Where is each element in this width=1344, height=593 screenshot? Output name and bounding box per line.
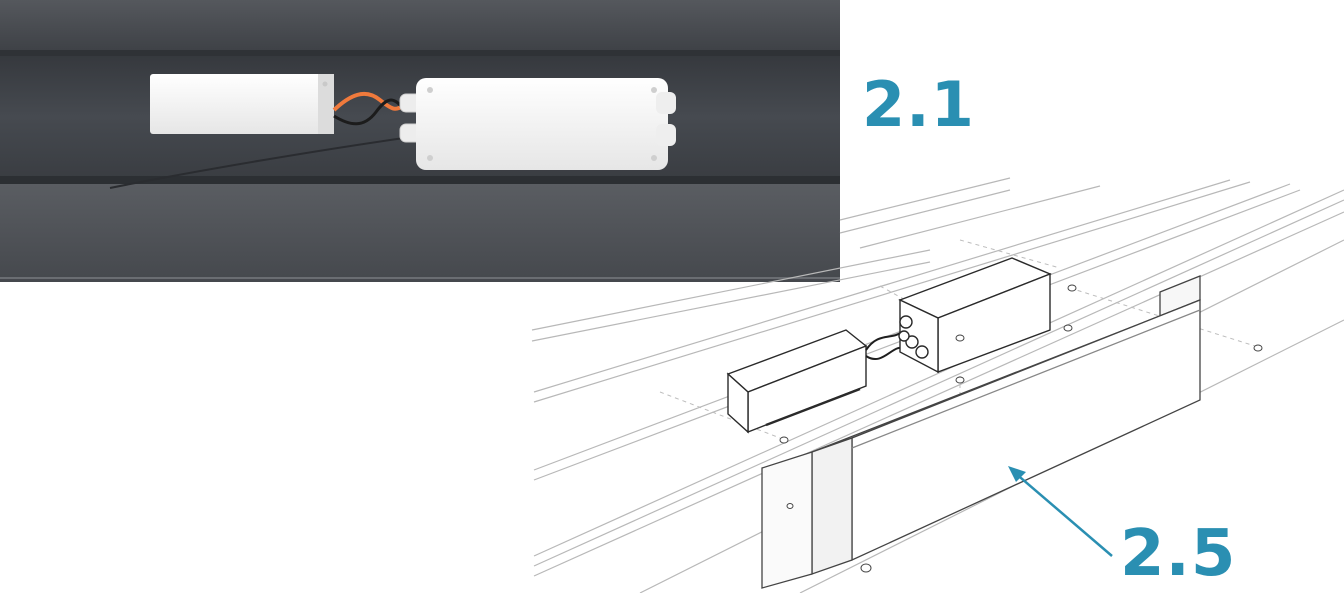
junction-box [416,78,668,170]
orange-wire [332,91,408,112]
driver-box [150,74,334,134]
cover-profile-drawing [761,275,1201,589]
cable [109,137,405,189]
junction-box-drawing [898,257,1052,374]
black-wire [333,98,408,126]
step-label-2-1: 2.1 [862,68,975,141]
driver-unit-drawing [726,329,868,434]
installed-units-photo [0,0,840,282]
arrow-icon [1008,466,1113,557]
rail-top-flange [0,0,840,52]
screw-icon [779,284,1263,573]
step-label-2-5: 2.5 [1120,517,1237,591]
rail-bottom-flange [0,184,840,282]
